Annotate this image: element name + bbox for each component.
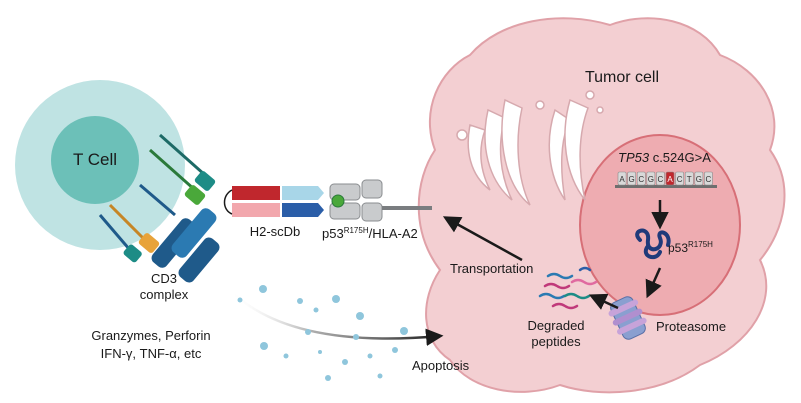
h2-scdb-label: H2-scDb	[250, 224, 301, 239]
p53-protein-icon	[635, 228, 671, 260]
cd3-label-line1: CD3	[151, 271, 177, 286]
dna-base-letter: A	[667, 175, 673, 184]
arrow-apoptosis	[229, 289, 444, 346]
proteasome-icon	[608, 296, 647, 340]
cytokines-label-line1: Granzymes, Perforin	[91, 328, 210, 343]
dna-base-box	[684, 171, 694, 186]
degraded-label-line2: peptides	[531, 334, 581, 349]
dna-base-box	[665, 171, 675, 186]
dna-base-letter: C	[658, 175, 664, 184]
cytokines-label-line2: IFN-γ, TNF-α, etc	[101, 346, 202, 361]
gene-mutation-label: TP53 c.524G>A	[618, 150, 711, 165]
transportation-label: Transportation	[450, 261, 533, 276]
dna-base-letter: G	[648, 175, 654, 184]
dna-base-box	[646, 171, 656, 186]
dna-base-box	[656, 171, 665, 186]
h2-scdb-molecule	[223, 186, 324, 217]
dna-backbone	[615, 185, 717, 188]
dna-base-box	[694, 171, 704, 186]
arrow-proteasome-to-peptides	[588, 293, 619, 310]
dna-base-letter: C	[677, 175, 683, 184]
arrow-p53-to-proteasome	[645, 267, 662, 299]
dna-base-box	[617, 171, 627, 186]
degraded-label-line1: Degraded	[527, 318, 584, 333]
dna-base-letter: C	[638, 175, 644, 184]
dna-base-letter: G	[696, 175, 702, 184]
t-cell-label: T Cell	[73, 150, 117, 169]
dna-base-box	[636, 171, 646, 186]
p53-hla-a2-complex	[329, 179, 432, 222]
p53-protein-label: p53R175H	[668, 240, 713, 255]
dna-base-letter: A	[619, 175, 625, 184]
apoptosis-label: Apoptosis	[412, 358, 470, 373]
golgi-apparatus	[456, 90, 604, 206]
proteasome-label: Proteasome	[656, 319, 726, 334]
dna-base-letter: C	[706, 175, 712, 184]
dna-base-letter: G	[629, 175, 635, 184]
cd3-label-line2: complex	[140, 287, 189, 302]
p53-hla-label: p53R175H/HLA-A2	[322, 226, 418, 241]
dna-base-box	[675, 171, 684, 186]
cytokine-droplets	[237, 285, 408, 381]
degraded-peptides-icon	[538, 266, 598, 310]
tumor-cell-label: Tumor cell	[585, 69, 659, 86]
dna-base-letter: T	[687, 175, 692, 184]
dna-base-box	[704, 171, 713, 186]
t-cell-nucleus	[51, 116, 139, 204]
arrow-transportation	[442, 216, 523, 262]
cd3-receptor-complex	[98, 133, 220, 283]
dna-base-box	[627, 171, 636, 186]
